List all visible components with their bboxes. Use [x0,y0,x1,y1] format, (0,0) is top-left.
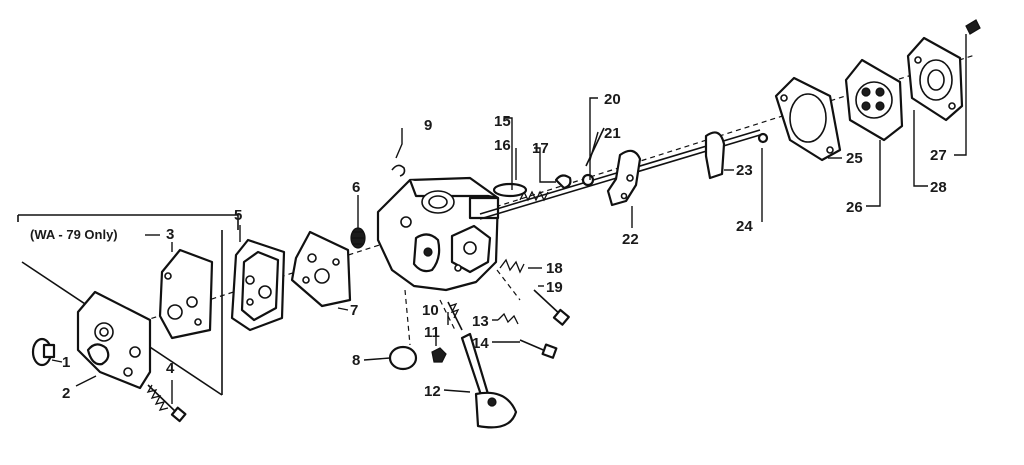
callout-21: 21 [604,125,621,142]
part-27-screw [965,19,981,35]
part-28-metering-cover [906,36,964,122]
callout-1: 1 [62,354,70,371]
callout-18: 18 [546,260,563,277]
callout-15: 15 [494,113,511,130]
part-22-throttle-lever [606,149,642,207]
part-6-inlet-screen [350,227,366,249]
callout-17: 17 [532,140,549,157]
callout-3: 3 [166,226,174,243]
part-11-seat [431,347,447,363]
callout-25: 25 [846,150,863,167]
part-20-pin [585,127,605,167]
part-1-primer-cap [31,337,56,367]
part-3-gasket [158,248,214,340]
part-13-spring [497,312,519,325]
callout-28: 28 [930,179,947,196]
assembly-axis [99,54,976,346]
part-10-needle [447,301,463,331]
callout-12: 12 [424,383,441,400]
callout-27: 27 [930,147,947,164]
callout-23: 23 [736,162,753,179]
part-19-adjust-screw [533,289,570,326]
wa79-note: (WA - 79 Only) [30,227,118,242]
part-7-gasket [290,230,352,308]
part-5-pump-diaphragm [230,238,286,332]
callout-8: 8 [352,352,360,369]
callout-20: 20 [604,91,621,108]
part-25-gasket [774,76,842,162]
callout-19: 19 [546,279,563,296]
part-14-screw [519,339,558,359]
part-24-screw [757,132,769,144]
carburetor-body [376,176,500,292]
callout-24: 24 [736,218,753,235]
callout-11: 11 [424,324,440,341]
callout-7: 7 [350,302,358,319]
callout-9: 9 [424,117,432,134]
callout-13: 13 [472,313,489,330]
callout-labels: 1 2 3 4 5 6 7 8 9 10 11 12 13 14 15 16 1… [62,91,947,402]
callout-6: 6 [352,179,360,196]
part-26-metering-diaphragm [844,58,904,142]
callout-4: 4 [166,360,175,377]
callout-10: 10 [422,302,439,319]
part-9-clip [391,164,406,177]
callout-26: 26 [846,199,863,216]
callout-5: 5 [234,207,242,224]
part-21-screw [581,173,595,187]
part-8-welch-plug [388,345,418,371]
callout-16: 16 [494,137,511,154]
part-2-pump-cover [76,290,152,390]
callout-22: 22 [622,231,639,248]
part-4-screw [146,384,187,423]
part-17-clip [554,174,572,190]
part-18-spring [499,258,525,274]
callout-14: 14 [472,335,489,352]
leader-lines [51,34,967,404]
part-12-inlet-lever [460,332,518,429]
part-23-choke-lever [704,131,726,180]
part-16-lever [492,182,528,198]
callout-2: 2 [62,385,70,402]
